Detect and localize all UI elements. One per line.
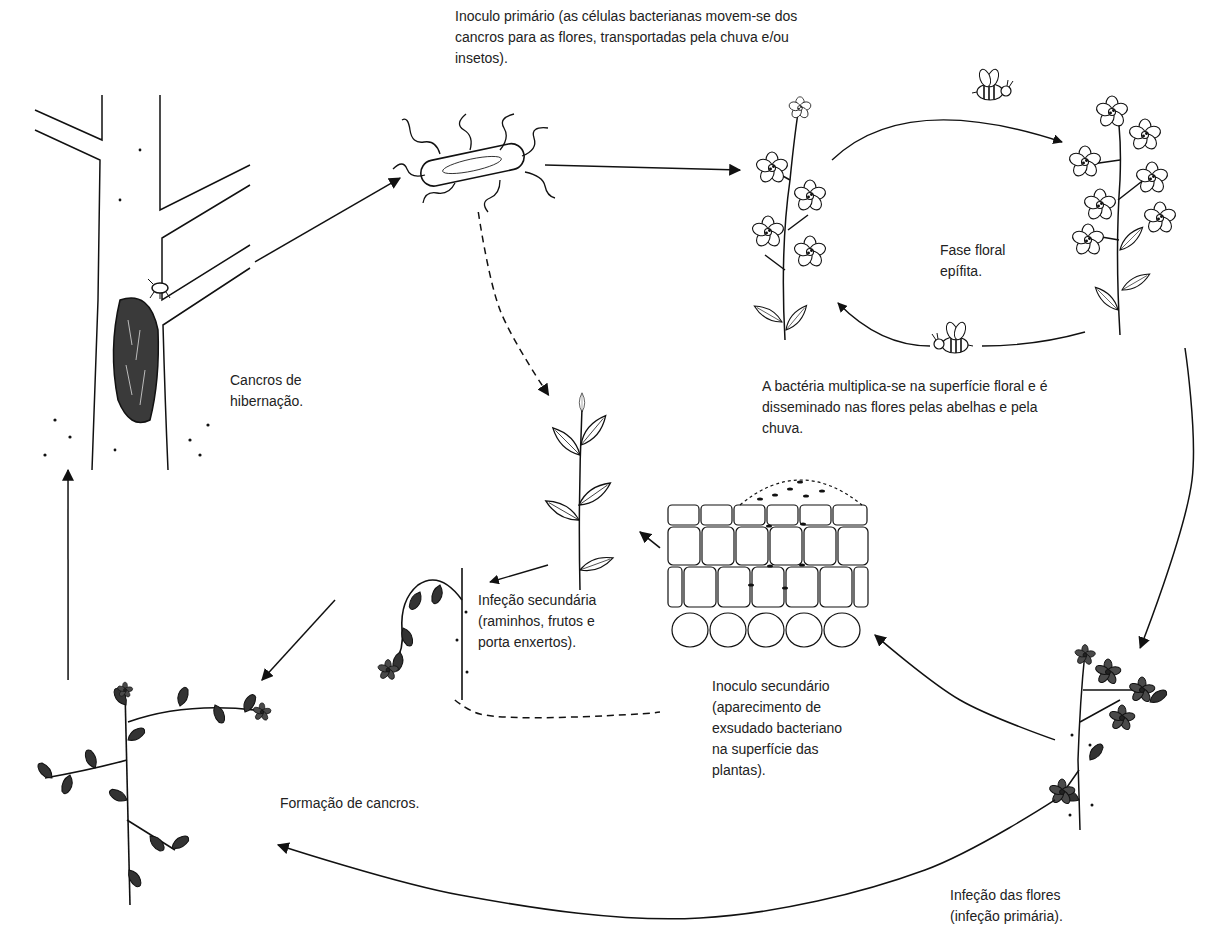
stage-node: Formação de cancros. [35, 680, 278, 905]
stage-caption: Infeção secundária (raminhos, frutos e p… [478, 590, 614, 653]
stage-caption: A bactéria multiplica-se na superfície f… [762, 376, 1052, 439]
stage-caption: Infeção das flores (infeção primária). [950, 885, 1092, 927]
cycle-arrow [67, 470, 69, 680]
cycle-arrow [262, 600, 335, 680]
stage-caption: Inoculo secundário (aparecimento de exsu… [712, 676, 854, 781]
flower-branches-drawing [751, 68, 1177, 353]
cycle-arrow [545, 165, 740, 170]
stage-caption: Formação de cancros. [280, 793, 445, 814]
cycle-arrow [478, 212, 548, 395]
stage-node: Inoculo secundário (aparecimento de exsu… [660, 478, 875, 796]
cycle-arrow [255, 178, 400, 262]
stage-caption: Inoculo primário (as células bacterianas… [455, 6, 815, 69]
stage-node: Infeção secundária (raminhos, frutos e p… [335, 395, 640, 700]
canker-shoot-drawing [35, 682, 271, 905]
cycle-arrow [1140, 348, 1193, 648]
stage-node: Fase floral epífita.A bactéria multiplic… [740, 60, 1195, 348]
bacterium-drawing [393, 114, 555, 212]
stage-node: Inoculo primário (as células bacterianas… [400, 118, 545, 212]
stage-caption: Cancros de hibernação. [230, 370, 325, 412]
cell-section-drawing [668, 480, 868, 647]
cycle-arrow [875, 635, 1055, 740]
cycle-arrow [278, 800, 1055, 919]
shoot-drawings [377, 393, 615, 700]
tree-trunk-drawing [35, 95, 250, 470]
cycle-arrow [640, 532, 660, 548]
stage-caption: Fase floral epífita. [940, 240, 1028, 282]
stage-node: Cancros de hibernação. [30, 95, 255, 470]
infected-flowers-drawing [1048, 645, 1168, 830]
cycle-arrow [455, 700, 660, 718]
stage-node: Infeção das flores (infeção primária). [1055, 648, 1175, 830]
